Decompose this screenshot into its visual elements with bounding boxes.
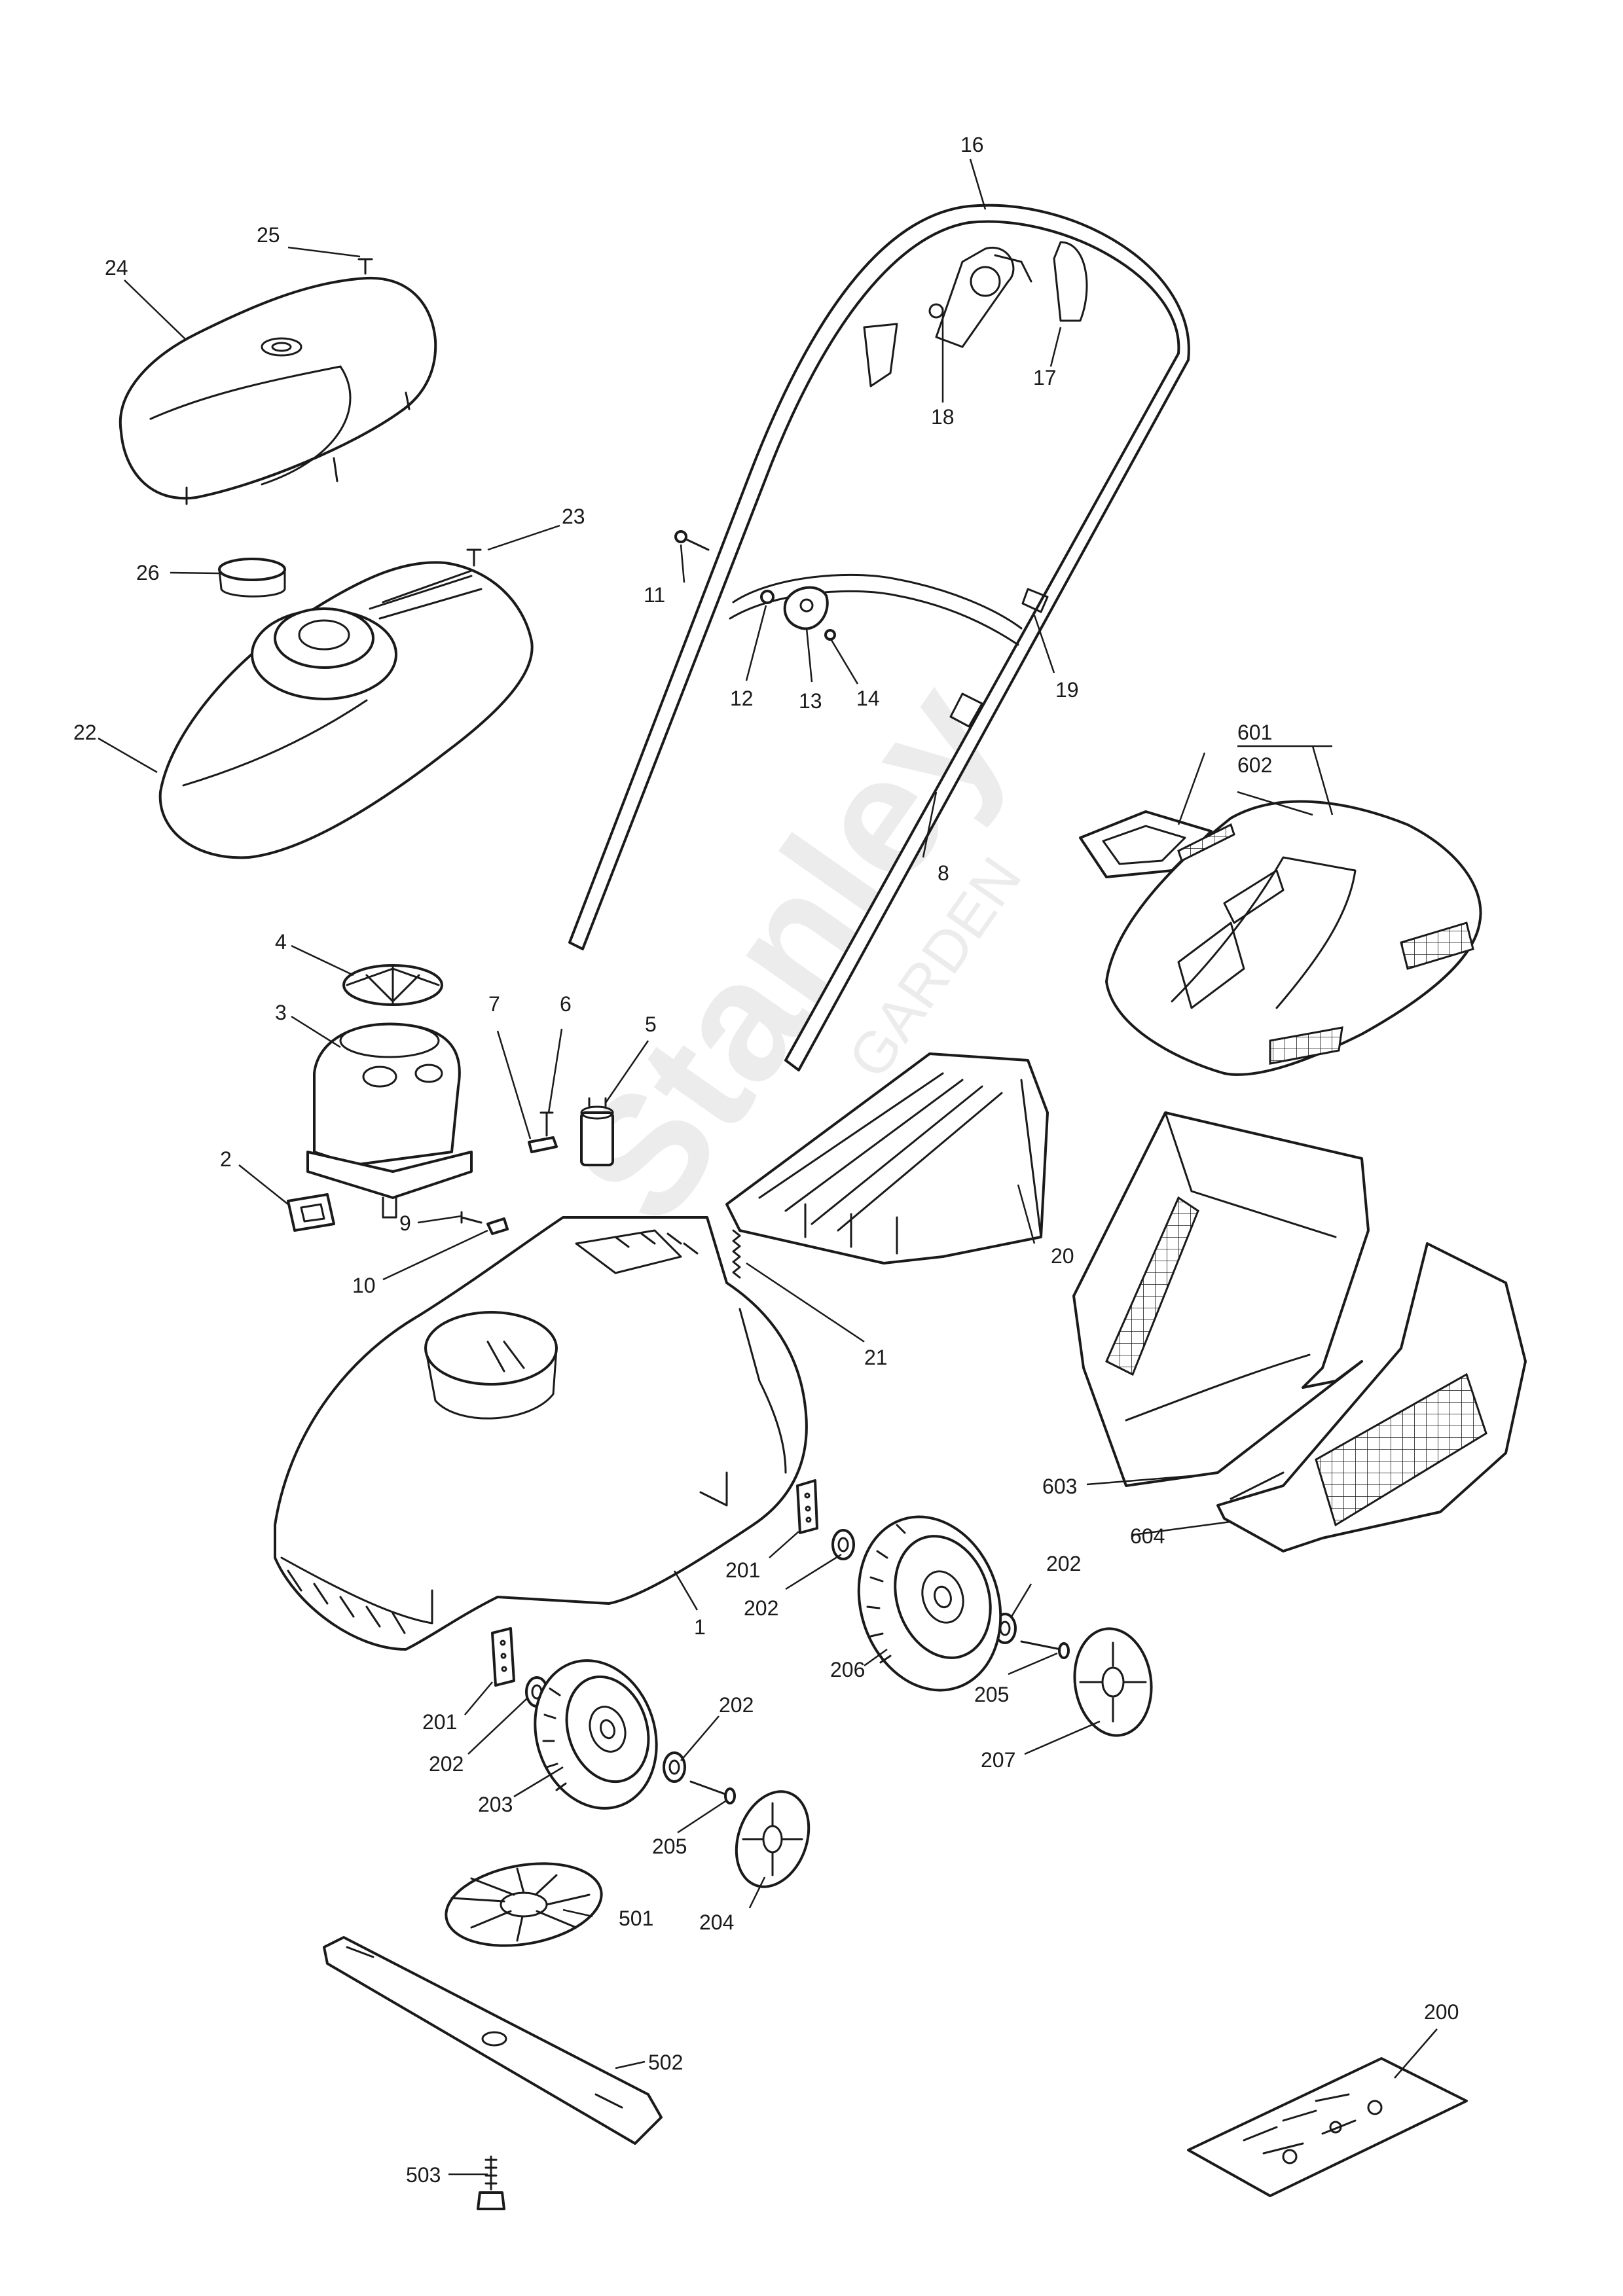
callout-4: 4: [275, 930, 287, 954]
part-screw-25: [357, 258, 373, 275]
part-bearing-202d: [663, 1751, 686, 1783]
part-front-wheel: [534, 1659, 658, 1810]
callout-204: 204: [699, 1910, 734, 1934]
part-knob-13: [783, 586, 829, 630]
callout-202-upper-right: 202: [1046, 1552, 1081, 1575]
part-screw-6: [539, 1111, 554, 1137]
callout-18: 18: [931, 405, 955, 429]
part-handle: [568, 204, 1190, 1071]
part-washer-12: [760, 590, 775, 604]
callout-7: 7: [488, 992, 500, 1016]
part-axle-bolt-205a: [1020, 1640, 1070, 1659]
callout-205-right: 205: [974, 1683, 1009, 1706]
callout-16: 16: [960, 133, 984, 156]
callout-14: 14: [856, 687, 880, 710]
callout-502: 502: [648, 2051, 683, 2074]
part-screw-9: [460, 1211, 483, 1224]
callout-604: 604: [1130, 1524, 1165, 1548]
part-cutting-blade: [323, 1936, 663, 2145]
callout-501: 501: [619, 1907, 653, 1930]
callout-205-left: 205: [652, 1835, 687, 1858]
part-capacitor: [580, 1097, 614, 1166]
callout-23: 23: [562, 505, 585, 528]
part-basket-side: [1216, 1242, 1527, 1552]
part-bracket-201a: [796, 1479, 818, 1534]
callout-603: 603: [1042, 1475, 1077, 1498]
part-hubcap-204: [735, 1790, 811, 1888]
callout-201-lower: 201: [422, 1710, 457, 1734]
part-blade-bolt: [477, 2155, 505, 2210]
callout-24: 24: [105, 256, 128, 279]
part-clip-7: [528, 1136, 558, 1153]
part-grassbox-lid: [1105, 800, 1482, 1076]
callout-9: 9: [399, 1211, 411, 1235]
part-hubcap-207: [1073, 1627, 1153, 1737]
callout-202-lower-right: 202: [719, 1693, 754, 1717]
callout-200: 200: [1424, 2000, 1459, 2024]
callout-202-lower-left: 202: [429, 1752, 464, 1776]
callout-11: 11: [644, 583, 665, 607]
callout-201-upper: 201: [725, 1558, 760, 1582]
callout-207: 207: [981, 1748, 1015, 1772]
callout-5: 5: [645, 1013, 657, 1036]
callout-13: 13: [799, 689, 822, 713]
callout-19: 19: [1055, 678, 1079, 702]
callout-12: 12: [730, 687, 754, 710]
leader-lines: [98, 158, 1438, 2176]
callout-601: 601: [1237, 721, 1272, 744]
part-motor-housing: [158, 561, 534, 859]
part-motor-fan: [342, 964, 443, 1006]
part-bearing-202a: [831, 1529, 855, 1560]
part-bracket-201b: [491, 1627, 515, 1687]
part-fan-blade: [445, 1862, 603, 1947]
callout-503: 503: [406, 2163, 441, 2187]
callout-206: 206: [830, 1658, 865, 1681]
part-deck: [274, 1216, 808, 1651]
callout-25: 25: [257, 223, 280, 247]
part-clip-10: [486, 1217, 509, 1235]
part-grass-basket: [1072, 1111, 1370, 1487]
callout-1: 1: [694, 1615, 706, 1639]
callout-6: 6: [560, 992, 572, 1016]
part-spring: [732, 1229, 741, 1279]
part-rear-wheel: [857, 1515, 1002, 1692]
callout-202-upper-left: 202: [744, 1596, 778, 1620]
part-ring: [218, 558, 286, 598]
callout-21: 21: [864, 1346, 888, 1369]
callout-26: 26: [136, 561, 160, 584]
callout-22: 22: [73, 721, 97, 744]
part-axle-bolt-205b: [689, 1780, 736, 1804]
part-nut-14: [824, 629, 836, 641]
callout-203: 203: [478, 1793, 513, 1816]
part-hardware-bag: [1187, 2057, 1468, 2197]
part-safety-flap: [725, 1052, 1049, 1265]
callout-2: 2: [220, 1147, 232, 1171]
callout-10: 10: [352, 1274, 376, 1297]
part-motor: [306, 1022, 473, 1219]
callout-17: 17: [1033, 366, 1057, 389]
part-bolt-11: [674, 530, 710, 551]
part-screw-23: [466, 548, 482, 567]
callout-3: 3: [275, 1001, 287, 1024]
part-switch: [287, 1193, 335, 1232]
callout-20: 20: [1051, 1244, 1074, 1268]
callout-labels: 25 24 23 26 22 16 17 18 11 12 13 14 19 8…: [73, 133, 1459, 2187]
callout-8: 8: [938, 861, 949, 885]
part-top-cover: [119, 276, 437, 505]
callout-602: 602: [1237, 753, 1272, 777]
